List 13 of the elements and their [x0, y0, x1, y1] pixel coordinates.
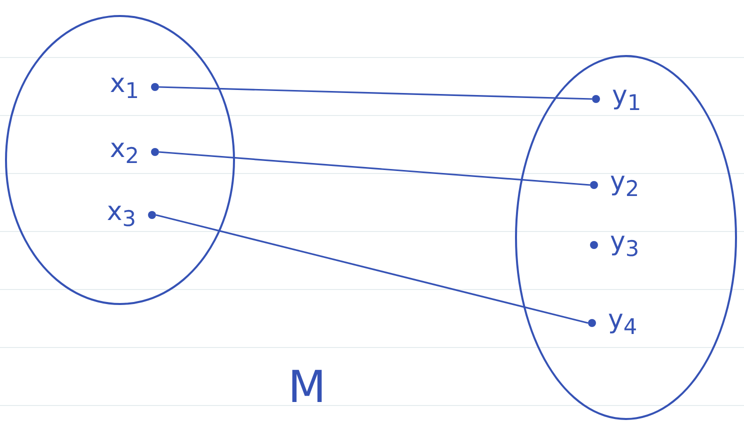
mapping-line [158, 151, 590, 186]
mapping-label: M [288, 362, 326, 413]
mapping-line [158, 86, 592, 100]
element-label: y$_{1}$ [612, 83, 642, 115]
element-label: x$_{2}$ [110, 136, 139, 168]
element-label: x$_{3}$ [106, 199, 136, 231]
mapping-line [156, 214, 588, 324]
element-label: y$_{4}$ [608, 307, 638, 339]
element-label: y$_{3}$ [610, 229, 640, 261]
element-label: y$_{2}$ [610, 169, 640, 201]
set-oval [515, 55, 737, 420]
element-label: x$_{1}$ [110, 71, 139, 103]
set-oval [5, 15, 235, 305]
